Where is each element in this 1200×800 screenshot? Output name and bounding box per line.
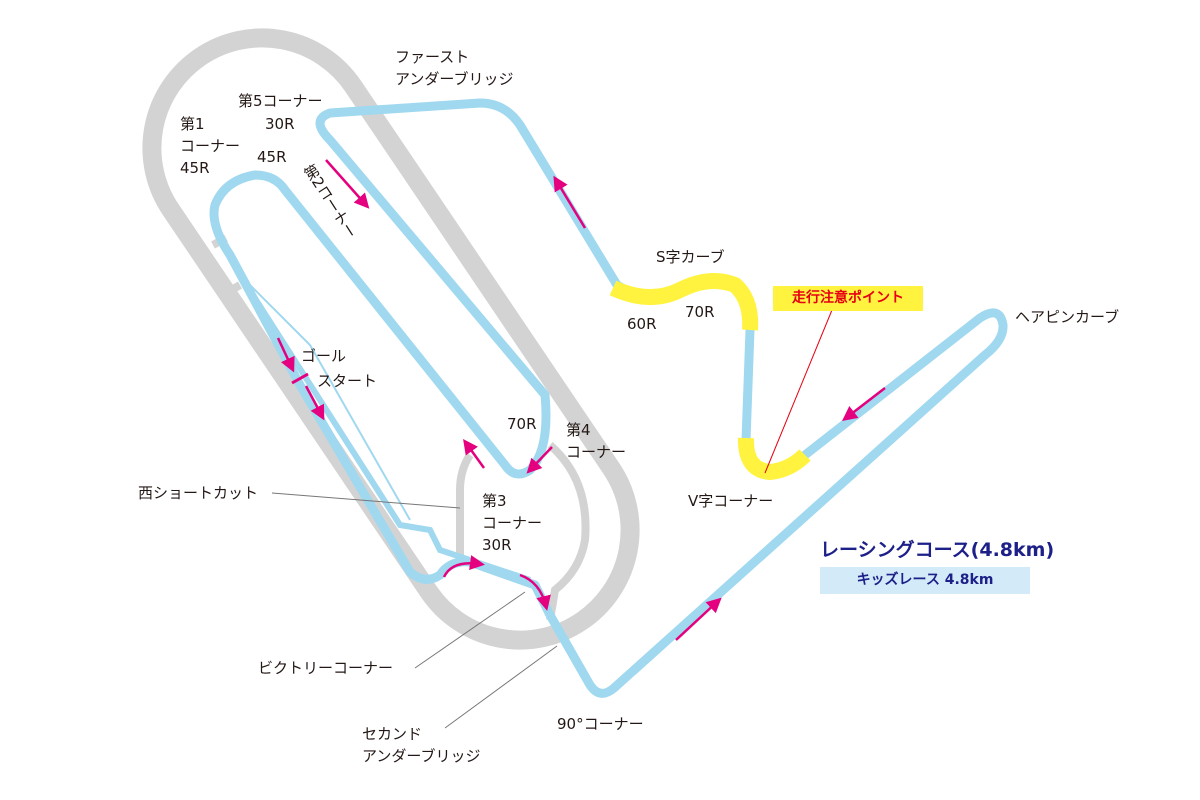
label-corner2-radius: 45R (257, 148, 287, 166)
legend-kids-race: キッズレース 4.8km (820, 567, 1030, 594)
s-curve-highlight (609, 273, 759, 331)
label-90-corner: 90°コーナー (557, 715, 644, 733)
caution-point-label: 走行注意ポイント (773, 286, 923, 311)
label-corner5-radius: 30R (265, 115, 295, 133)
label-corner4-radius: 70R (507, 415, 537, 433)
direction-arrows (276, 159, 886, 641)
direction-arrow (442, 555, 485, 578)
direction-arrow (519, 573, 551, 611)
direction-arrow (276, 337, 295, 373)
direction-arrow (553, 175, 587, 229)
label-s-curve-70r: 70R (685, 303, 715, 321)
leader-lines (271, 309, 833, 729)
label-first-under-bridge: ファーストアンダーブリッジ (395, 48, 514, 88)
label-start: スタート (317, 372, 378, 390)
label-west-shortcut: 西ショートカット (138, 484, 259, 502)
service-road (456, 441, 590, 621)
direction-arrow (463, 438, 486, 469)
legend-title: レーシングコース(4.8km) (820, 539, 1055, 561)
v-corner-highlight (737, 437, 811, 481)
label-hairpin: ヘアピンカーブ (1015, 308, 1120, 326)
label-goal: ゴール (301, 347, 347, 365)
label-second-under-bridge: セカンドアンダーブリッジ (362, 725, 481, 765)
label-victory-corner: ビクトリーコーナー (258, 659, 394, 677)
label-corner5: 第5コーナー (238, 92, 323, 110)
label-s-curve: S字カーブ (656, 248, 725, 266)
goal-line (291, 372, 309, 385)
label-v-corner: V字コーナー (688, 492, 774, 510)
direction-arrow (325, 159, 370, 209)
label-s-curve-60r: 60R (627, 315, 657, 333)
inner-lane-thin (249, 284, 411, 521)
direction-arrow (842, 387, 886, 422)
oval-track (142, 28, 640, 650)
direction-arrow (675, 597, 722, 641)
direction-arrow (304, 385, 325, 421)
direction-arrow (526, 446, 553, 474)
